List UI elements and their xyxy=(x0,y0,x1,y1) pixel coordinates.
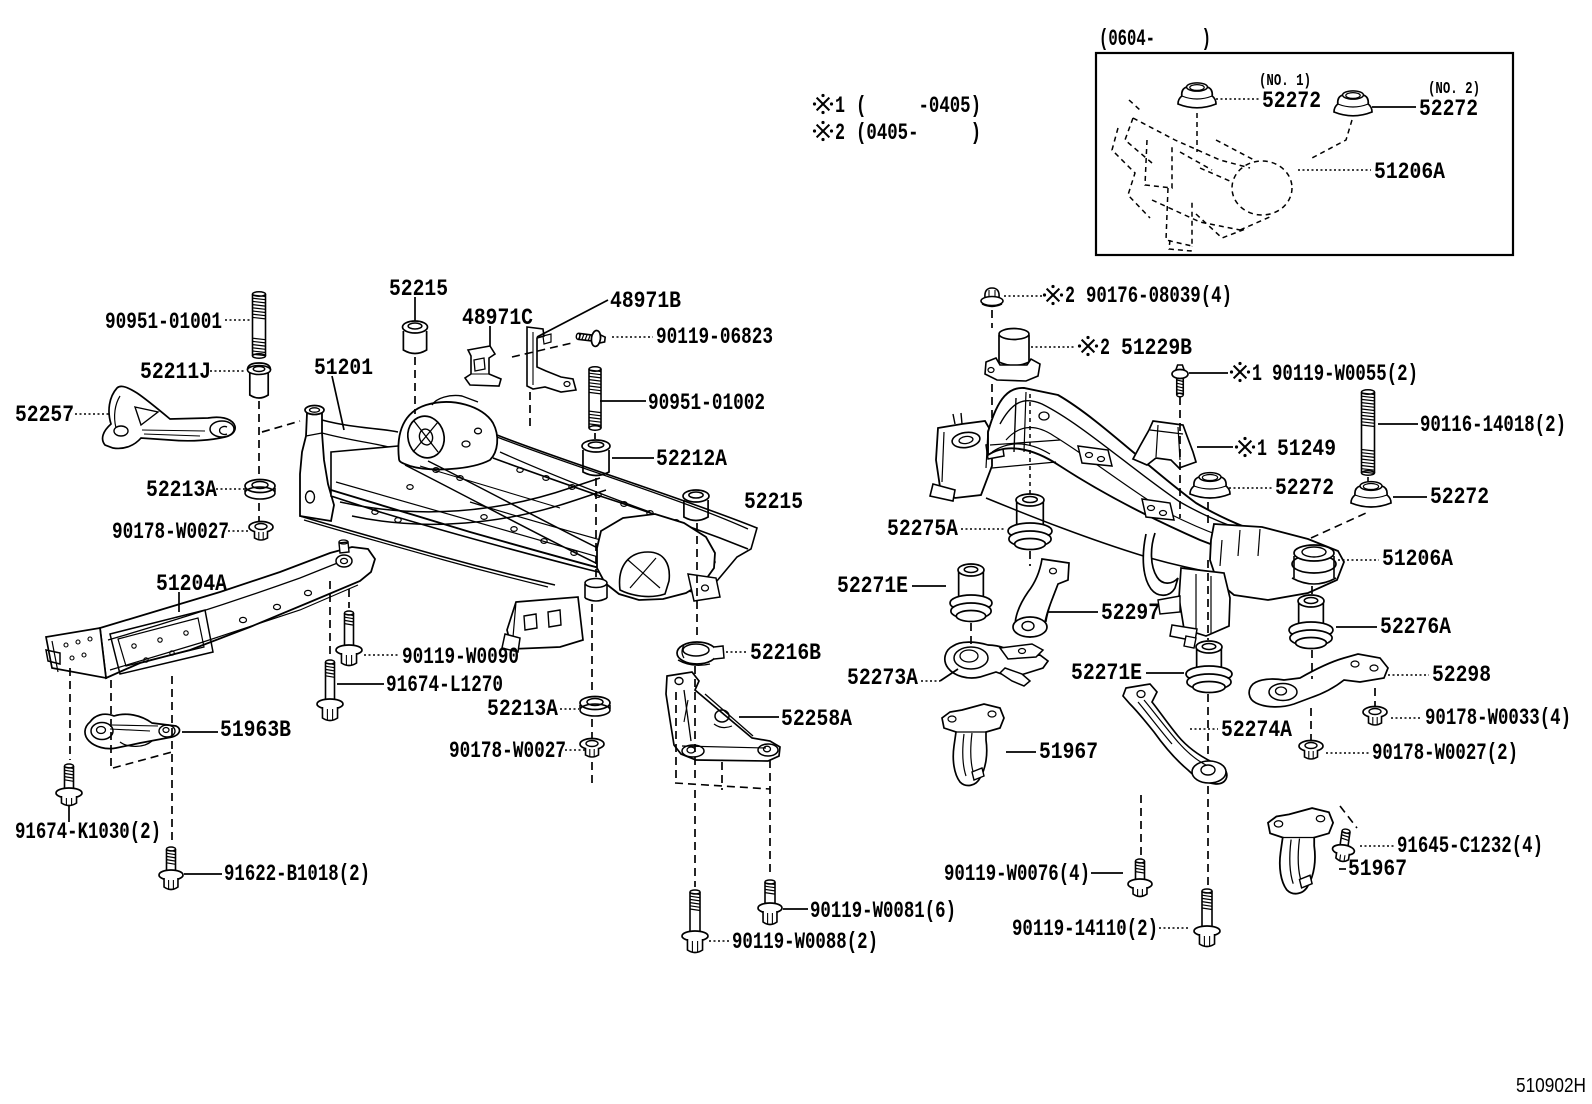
svg-text:(0405- ): (0405- ) xyxy=(856,120,981,146)
svg-text:52272: 52272 xyxy=(1430,484,1489,510)
svg-text:91674-L1270: 91674-L1270 xyxy=(386,672,503,698)
svg-text:52271E: 52271E xyxy=(837,573,908,599)
svg-text:52273A: 52273A xyxy=(847,665,918,691)
svg-text:90119-14110(2): 90119-14110(2) xyxy=(1012,916,1158,942)
svg-text:52211J: 52211J xyxy=(140,359,211,385)
svg-text:51206A: 51206A xyxy=(1374,159,1445,185)
svg-text:90178-W0027: 90178-W0027 xyxy=(112,519,229,545)
svg-text:91674-K1030(2): 91674-K1030(2) xyxy=(15,819,161,845)
svg-text:90119-W0055(2): 90119-W0055(2) xyxy=(1272,361,1418,387)
svg-text:90119-W0090: 90119-W0090 xyxy=(402,644,519,670)
svg-text:1: 1 xyxy=(1257,436,1267,462)
svg-text:52272: 52272 xyxy=(1275,475,1334,501)
svg-text:52272: 52272 xyxy=(1419,96,1478,122)
svg-text:51204A: 51204A xyxy=(156,571,227,597)
svg-text:52275A: 52275A xyxy=(887,516,958,542)
svg-text:(NO. 2): (NO. 2) xyxy=(1428,80,1480,99)
svg-text:90119-W0076(4): 90119-W0076(4) xyxy=(944,861,1090,887)
svg-text:90178-W0033(4): 90178-W0033(4) xyxy=(1425,705,1571,731)
svg-text:48971B: 48971B xyxy=(610,288,681,314)
svg-text:51201: 51201 xyxy=(314,355,373,381)
svg-text:1: 1 xyxy=(835,93,845,119)
svg-text:(0604- ): (0604- ) xyxy=(1099,26,1211,52)
svg-text:90951-01002: 90951-01002 xyxy=(648,390,765,416)
svg-text:52297: 52297 xyxy=(1101,600,1160,626)
svg-text:510902H: 510902H xyxy=(1516,1075,1586,1097)
svg-text:90178-W0027(2): 90178-W0027(2) xyxy=(1372,740,1518,766)
svg-text:51967: 51967 xyxy=(1348,856,1407,882)
svg-text:91622-B1018(2): 91622-B1018(2) xyxy=(224,861,370,887)
svg-text:52257: 52257 xyxy=(15,402,74,428)
svg-text:52274A: 52274A xyxy=(1221,717,1292,743)
svg-text:2: 2 xyxy=(835,120,845,146)
svg-text:52271E: 52271E xyxy=(1071,660,1142,686)
svg-text:52213A: 52213A xyxy=(487,696,558,722)
svg-text:( -0405): ( -0405) xyxy=(856,93,981,119)
svg-text:52276A: 52276A xyxy=(1380,614,1451,640)
svg-text:52272: 52272 xyxy=(1262,88,1321,114)
svg-text:1: 1 xyxy=(1252,361,1262,387)
svg-text:51967: 51967 xyxy=(1039,739,1098,765)
svg-text:90951-01001: 90951-01001 xyxy=(105,309,222,335)
svg-text:2: 2 xyxy=(1065,283,1075,309)
svg-text:51206A: 51206A xyxy=(1382,546,1453,572)
svg-text:90119-06823: 90119-06823 xyxy=(656,324,773,350)
svg-text:48971C: 48971C xyxy=(462,305,533,331)
svg-text:51963B: 51963B xyxy=(220,717,291,743)
svg-text:90176-08039(4): 90176-08039(4) xyxy=(1086,283,1232,309)
svg-text:52216B: 52216B xyxy=(750,640,821,666)
svg-text:90116-14018(2): 90116-14018(2) xyxy=(1420,412,1566,438)
svg-text:91645-C1232(4): 91645-C1232(4) xyxy=(1397,833,1543,859)
svg-text:52215: 52215 xyxy=(389,276,448,302)
svg-text:52258A: 52258A xyxy=(781,706,852,732)
svg-text:52298: 52298 xyxy=(1432,662,1491,688)
svg-text:2: 2 xyxy=(1100,335,1110,361)
svg-text:90178-W0027: 90178-W0027 xyxy=(449,738,566,764)
svg-text:(NO. 1): (NO. 1) xyxy=(1259,72,1311,91)
svg-text:51249: 51249 xyxy=(1277,436,1336,462)
svg-text:90119-W0081(6): 90119-W0081(6) xyxy=(810,898,956,924)
svg-text:90119-W0088(2): 90119-W0088(2) xyxy=(732,929,878,955)
svg-text:52213A: 52213A xyxy=(146,477,217,503)
svg-text:52212A: 52212A xyxy=(656,446,727,472)
svg-text:51229B: 51229B xyxy=(1121,335,1192,361)
svg-text:52215: 52215 xyxy=(744,489,803,515)
